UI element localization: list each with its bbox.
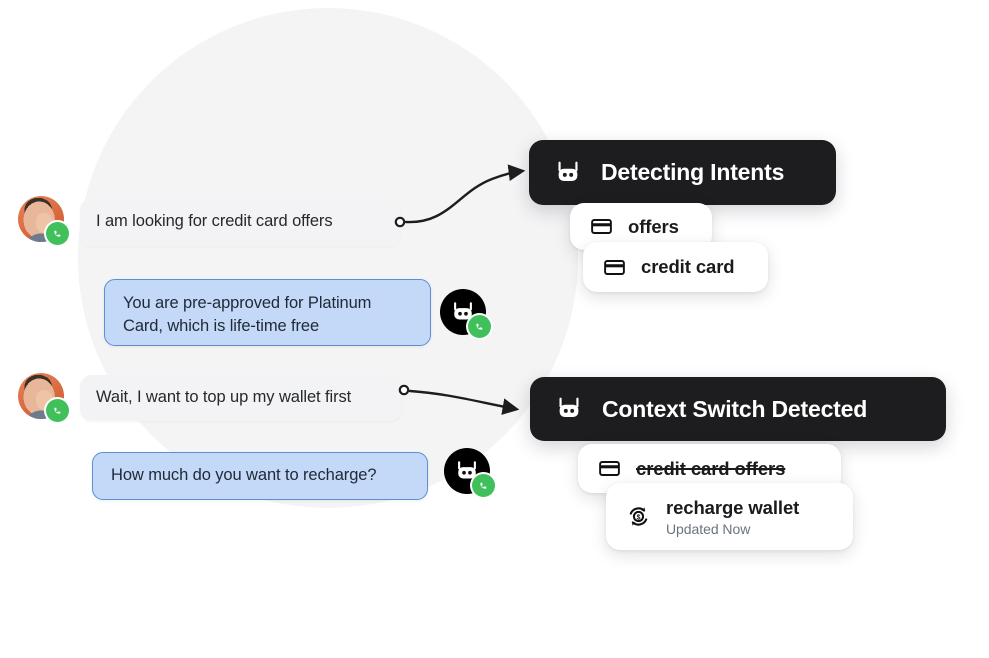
svg-text:$: $ bbox=[637, 515, 641, 522]
bot-icon bbox=[554, 394, 584, 424]
chat-bubble-user-1: I am looking for credit card offers bbox=[80, 198, 400, 246]
chat-bubble-bot-2: How much do you want to recharge? bbox=[92, 452, 428, 500]
bot-icon bbox=[553, 158, 583, 188]
chat-bubble-user-2: Wait, I want to top up my wallet first bbox=[80, 375, 402, 421]
user-avatar[interactable] bbox=[18, 373, 69, 422]
whatsapp-phone-icon bbox=[468, 315, 491, 338]
message-text: I am looking for credit card offers bbox=[96, 212, 333, 231]
panel-detecting-intents: Detecting Intents bbox=[529, 140, 836, 205]
user-avatar[interactable] bbox=[18, 196, 69, 245]
bot-avatar[interactable] bbox=[440, 289, 491, 338]
panel-title: Detecting Intents bbox=[601, 159, 785, 185]
chip-label: credit card bbox=[641, 256, 735, 277]
message-text: Wait, I want to top up my wallet first bbox=[96, 388, 352, 407]
chip-text-stack: recharge wallet Updated Now bbox=[666, 497, 799, 537]
bot-avatar[interactable] bbox=[444, 448, 495, 497]
whatsapp-phone-icon bbox=[472, 474, 495, 497]
message-text: How much do you want to recharge? bbox=[111, 466, 377, 485]
intent-chip-recharge-wallet[interactable]: $ recharge wallet Updated Now bbox=[606, 483, 853, 550]
message-text: You are pre-approved for Platinum Card, … bbox=[123, 294, 372, 336]
chip-label: offers bbox=[628, 215, 679, 237]
currency-refresh-icon: $ bbox=[626, 504, 651, 529]
credit-card-icon bbox=[590, 215, 613, 238]
panel-title: Context Switch Detected bbox=[602, 395, 868, 422]
intent-chip-credit-card[interactable]: credit card bbox=[583, 242, 768, 292]
chip-label-struck: credit card offers bbox=[636, 457, 786, 479]
panel-context-switch-detected: Context Switch Detected bbox=[530, 377, 946, 441]
chip-subtitle: Updated Now bbox=[666, 520, 751, 537]
background-decorative-circle bbox=[78, 8, 578, 508]
chat-bubble-bot-1: You are pre-approved for Platinum Card, … bbox=[104, 279, 431, 346]
chip-label: recharge wallet bbox=[666, 496, 800, 518]
credit-card-icon bbox=[598, 457, 621, 480]
credit-card-icon bbox=[603, 256, 626, 279]
whatsapp-phone-icon bbox=[46, 399, 69, 422]
whatsapp-phone-icon bbox=[46, 222, 69, 245]
